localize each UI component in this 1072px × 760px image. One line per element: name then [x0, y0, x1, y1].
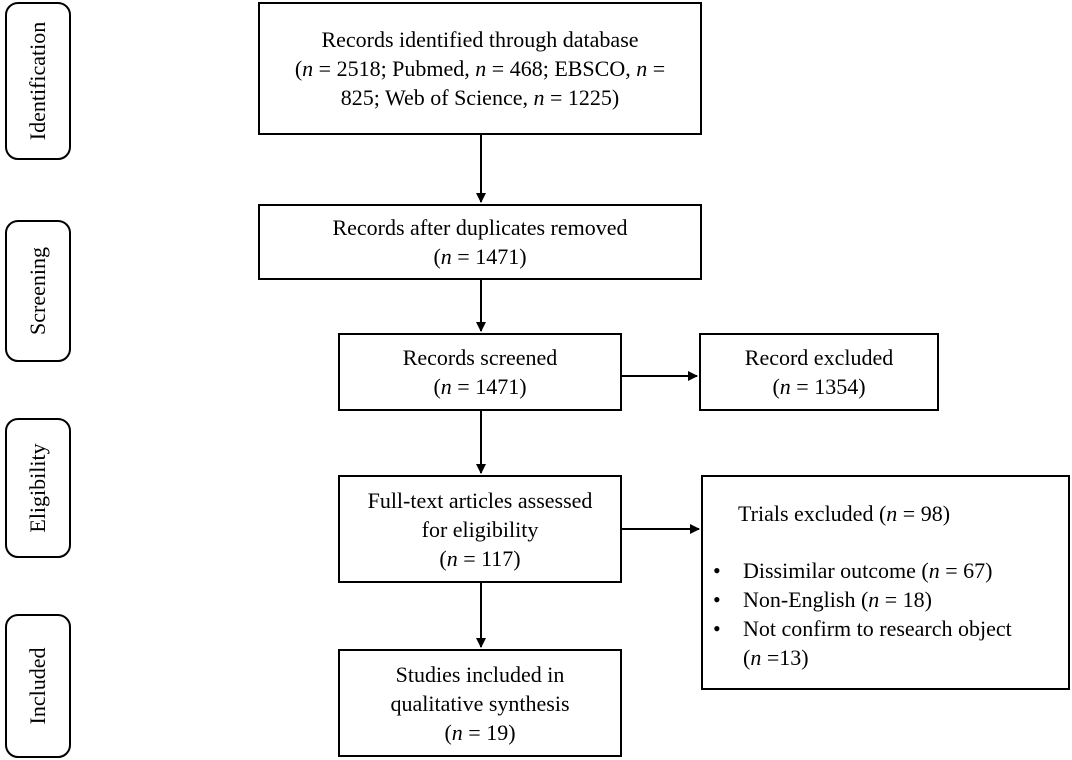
bullet-icon: • [713, 616, 721, 641]
bullet-icon: • [713, 587, 721, 612]
studies-included-line2: qualitative synthesis [390, 690, 570, 716]
records-screened-label: Records screened [402, 345, 558, 370]
studies-included-count: (n = 19) [444, 718, 515, 747]
heading-text: Trials excluded ( [738, 501, 887, 526]
n-symbol: n [451, 719, 463, 745]
records-screened-count: (n = 1471) [433, 372, 526, 401]
trials-excluded-box: Trials excluded (n = 98) •Dissimilar out… [701, 475, 1070, 690]
studies-included-line1: Studies included in [395, 661, 565, 687]
records-deduplicated-label: Records after duplicates removed [332, 215, 628, 240]
records-deduplicated-count: (n = 1471) [433, 242, 526, 271]
list-item-continuation: (n =13) [711, 643, 1012, 672]
records-deduplicated-box: Records after duplicates removed (n = 14… [258, 204, 702, 280]
list-item: • Dissimilar outcome (n = 67) [711, 556, 1012, 585]
count-value: = 1471) [451, 244, 527, 269]
count-value: = 1354) [790, 374, 866, 399]
count-value: = 19) [462, 719, 516, 745]
bullet-icon: • [713, 558, 721, 583]
records-identified-line3: 825; Web of Science, n = 1225) [341, 83, 619, 112]
records-identified-box: Records identified through database (n =… [258, 2, 702, 135]
phase-label-eligibility: Eligibility [5, 418, 71, 558]
paren-open: ( [743, 645, 751, 670]
paren-open: ( [433, 374, 441, 399]
n-symbol: n [302, 56, 314, 81]
phase-label-identification: Identification [5, 2, 71, 160]
n-symbol: n [750, 645, 762, 670]
records-excluded-label: Record excluded [744, 345, 894, 370]
phase-included-text: Included [25, 647, 50, 725]
n-symbol: n [533, 85, 545, 110]
count-value: = 117) [457, 545, 521, 571]
phase-label-included: Included [5, 614, 71, 758]
phase-label-screening: Screening [5, 220, 71, 362]
n-symbol: n [779, 374, 791, 399]
n-symbol: n [868, 587, 880, 612]
n-symbol: n [636, 56, 648, 81]
reason-count: = 18) [879, 587, 932, 612]
records-identified-line2: (n = 2518; Pubmed, n = 468; EBSCO, n = [295, 54, 665, 83]
list-item: • Not confirm to research object [711, 614, 1012, 643]
reason-text: Non-English ( [743, 587, 869, 612]
phase-eligibility-text: Eligibility [25, 443, 50, 533]
total-count: = 2518; Pubmed, [313, 56, 476, 81]
n-symbol: n [928, 558, 940, 583]
n-symbol: n [440, 244, 452, 269]
reason-text: Dissimilar outcome ( [743, 558, 929, 583]
fulltext-assessed-count: (n = 117) [439, 544, 520, 573]
studies-included-box: Studies included in qualitative synthesi… [338, 649, 622, 757]
ebsco-equals: = [647, 56, 666, 81]
records-screened-box: Records screened (n = 1471) [338, 333, 622, 411]
paren-open: ( [294, 56, 303, 81]
paren-open: ( [772, 374, 780, 399]
records-excluded-box: Record excluded (n = 1354) [699, 333, 939, 411]
phase-identification-text: Identification [25, 21, 50, 141]
fulltext-assessed-line1: Full-text articles assessed [367, 487, 593, 513]
heading-count: = 98) [897, 501, 951, 526]
records-excluded-count: (n = 1354) [772, 372, 865, 401]
n-symbol: n [886, 501, 898, 526]
reason-text: Not confirm to research object [743, 616, 1012, 641]
wos-count: = 1225) [544, 85, 620, 110]
records-identified-line1: Records identified through database [321, 27, 639, 52]
n-symbol: n [440, 374, 452, 399]
paren-open: ( [444, 719, 452, 745]
paren-open: ( [439, 545, 447, 571]
fulltext-assessed-box: Full-text articles assessed for eligibil… [338, 475, 622, 583]
pubmed-count: = 468; EBSCO, [486, 56, 637, 81]
reason-count: = 67) [939, 558, 993, 583]
fulltext-assessed-line2: for eligibility [421, 516, 539, 542]
count-value: = 1471) [451, 374, 527, 399]
exclusion-reasons-list: •Dissimilar outcome (n = 67) •Non-Englis… [711, 556, 1012, 672]
list-item: • Non-English (n = 18) [711, 585, 1012, 614]
ebsco-count: 825; Web of Science, [340, 85, 534, 110]
n-symbol: n [475, 56, 487, 81]
trials-excluded-heading: Trials excluded (n = 98) [738, 499, 950, 528]
paren-open: ( [433, 244, 441, 269]
phase-screening-text: Screening [25, 247, 50, 335]
n-symbol: n [446, 545, 458, 571]
reason-count: =13) [761, 645, 809, 670]
